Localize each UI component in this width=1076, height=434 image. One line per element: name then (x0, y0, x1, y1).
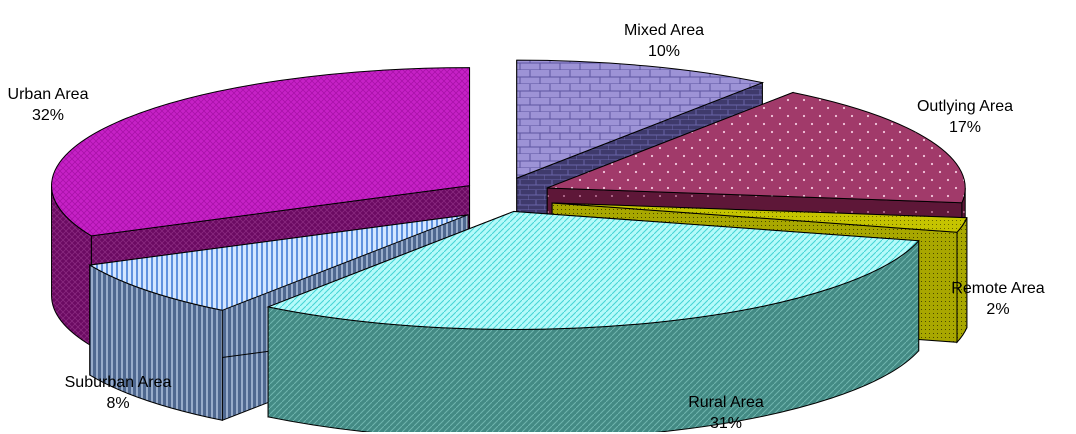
slice-rural-area (266, 210, 920, 432)
slice-urban-area-top (51, 67, 471, 237)
data-label-mixed-area-name: Mixed Area (623, 22, 705, 39)
data-label-suburban-area-name: Suburban Area (64, 374, 172, 391)
data-label-urban-area: Urban Area 32% (8, 84, 89, 126)
data-label-outlying-area-value: 17% (948, 119, 982, 136)
data-label-urban-area-value: 32% (31, 107, 65, 124)
data-label-outlying-area-name: Outlying Area (916, 98, 1014, 115)
data-label-remote-area-value: 2% (986, 301, 1010, 318)
data-label-mixed-area: Mixed Area 10% (624, 20, 704, 62)
data-label-suburban-area: Suburban Area 8% (65, 372, 172, 414)
data-label-outlying-area: Outlying Area 17% (917, 96, 1013, 138)
slice-rural-area-top (266, 210, 920, 330)
slice-mixed-area-top (516, 59, 765, 179)
data-label-suburban-area-value: 8% (106, 395, 130, 412)
data-label-rural-area-name: Rural Area (688, 394, 764, 411)
data-label-rural-area-value: 31% (709, 415, 743, 432)
data-label-urban-area-name: Urban Area (7, 86, 89, 103)
data-label-remote-area-name: Remote Area (951, 280, 1045, 297)
slice-outlying-area-top (547, 91, 966, 204)
data-label-mixed-area-value: 10% (647, 43, 681, 60)
slice-suburban-area-top (88, 214, 469, 311)
data-label-remote-area: Remote Area 2% (951, 278, 1044, 320)
slice-remote-area-top (552, 202, 968, 233)
data-label-rural-area: Rural Area 31% (688, 392, 764, 434)
